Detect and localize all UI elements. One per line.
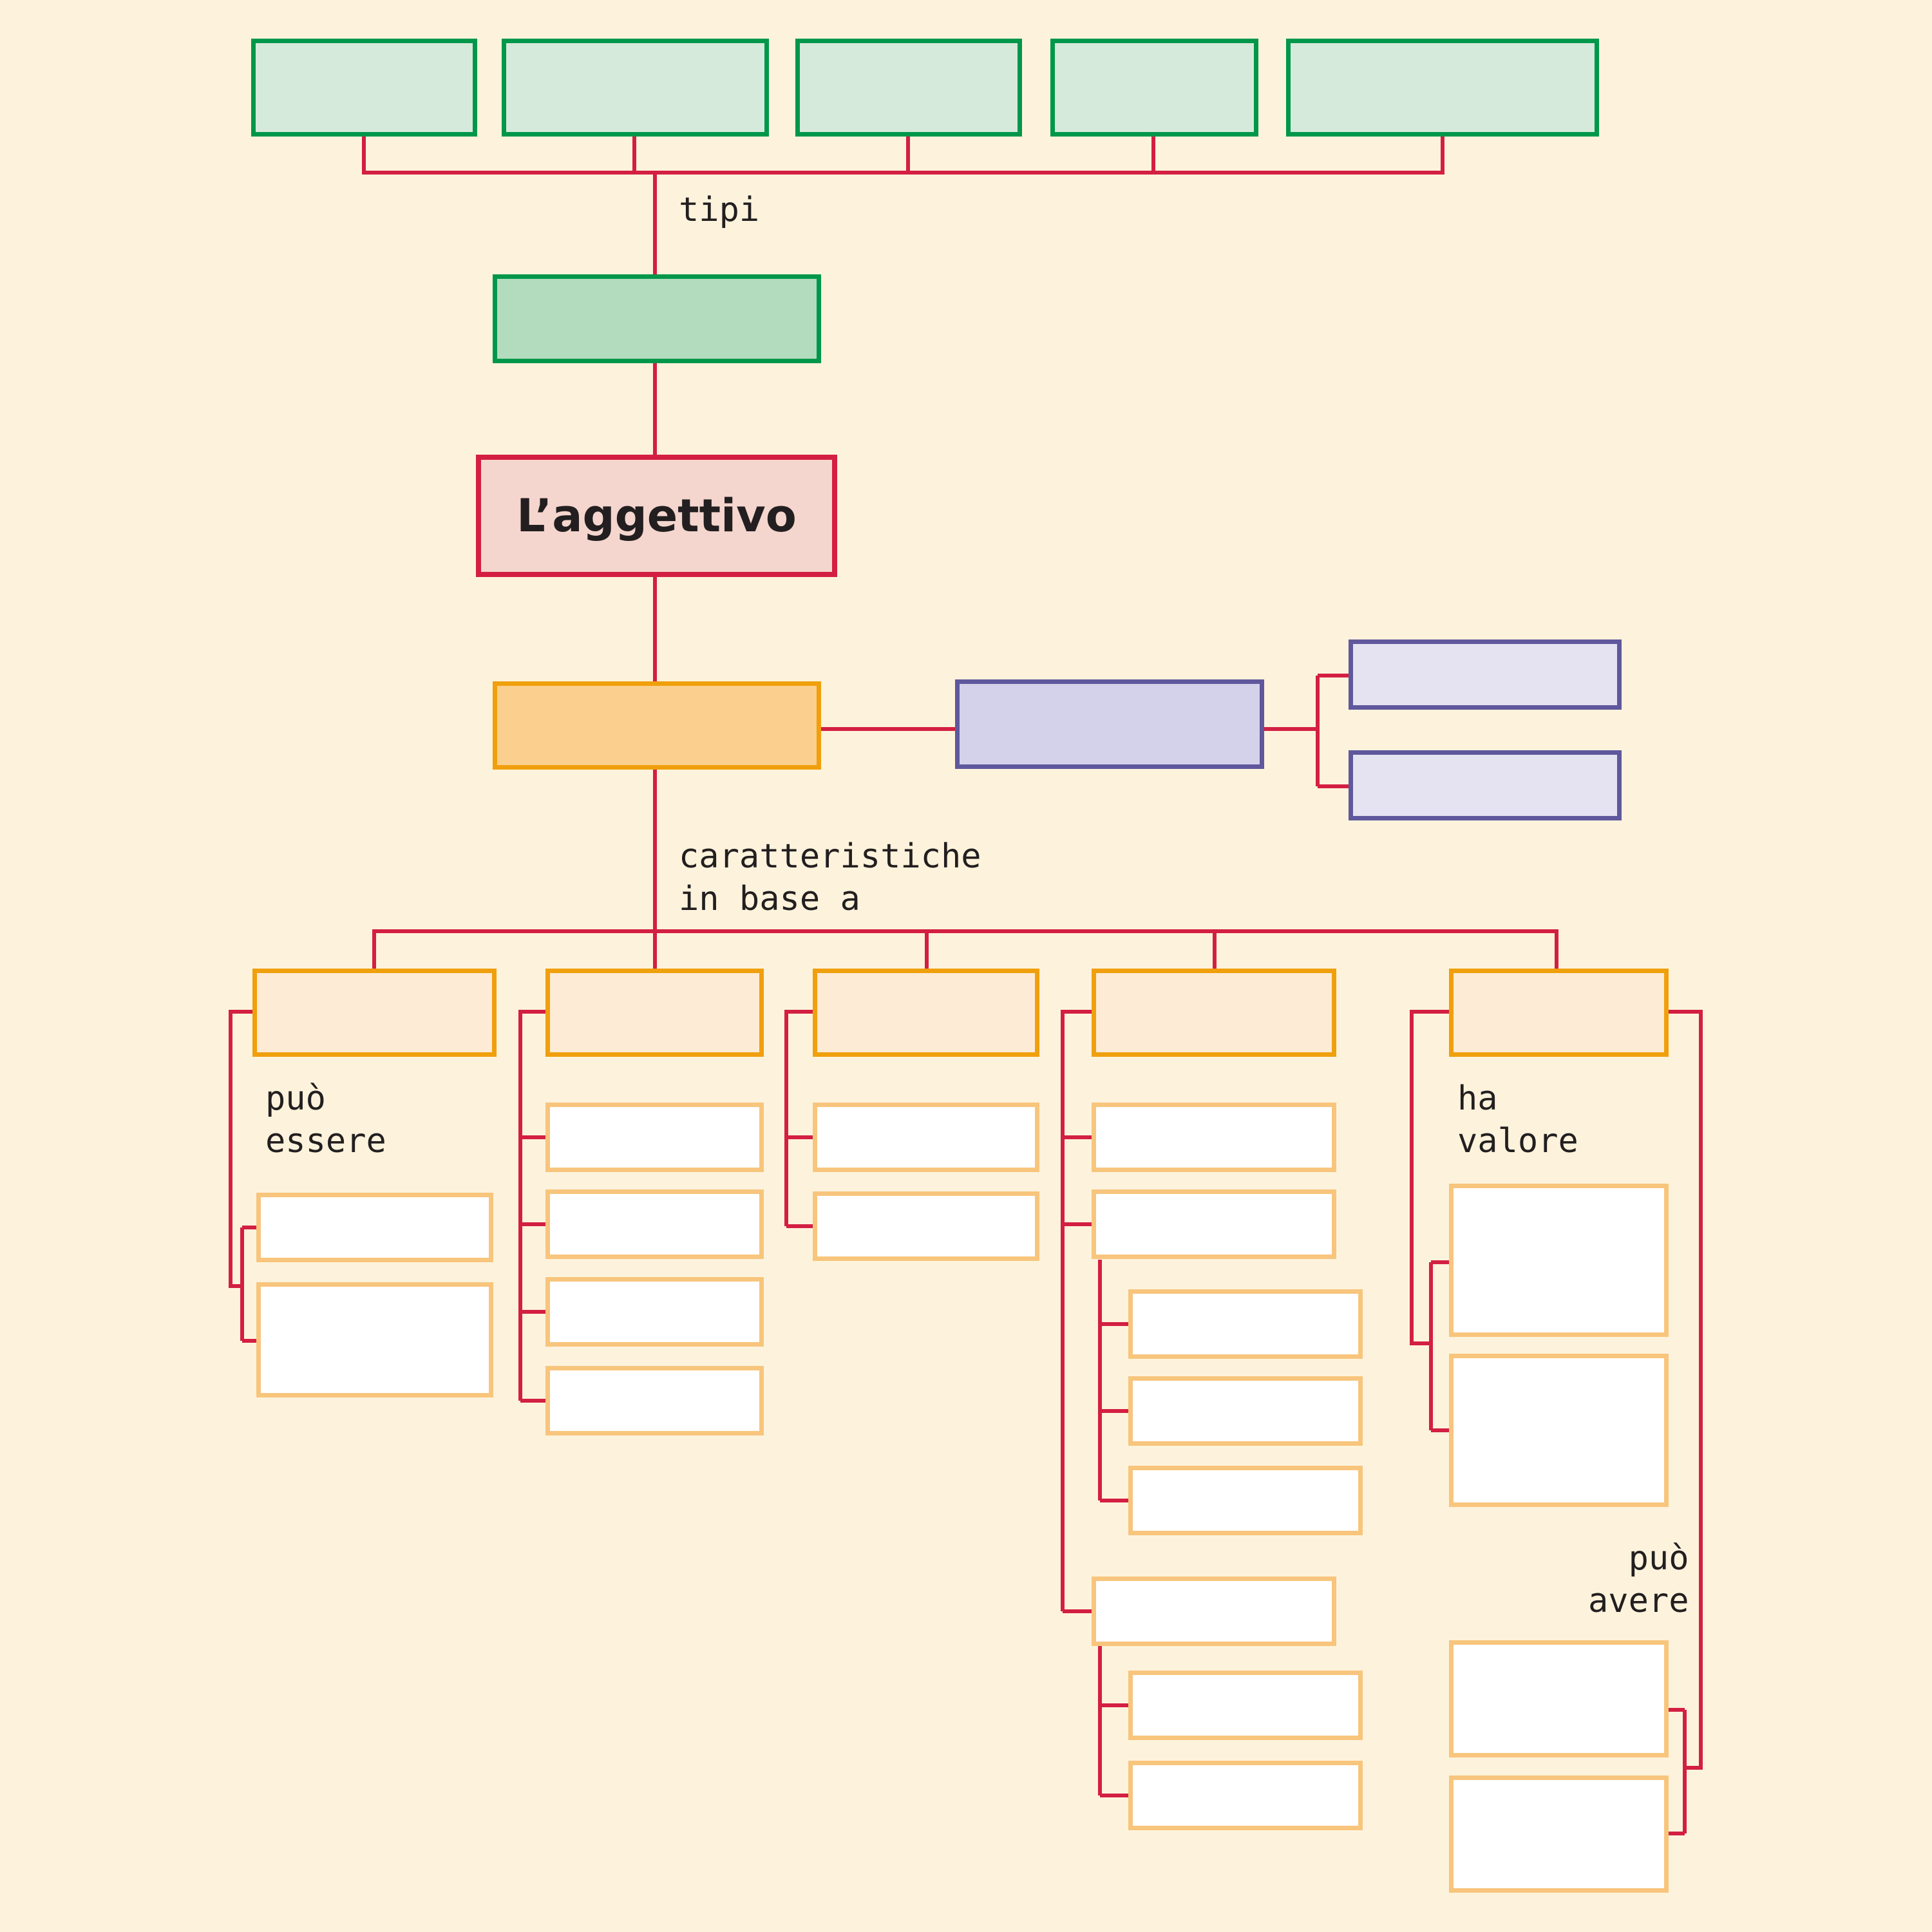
blank-box-5-3[interactable]	[1449, 1640, 1669, 1757]
type-box-5[interactable]	[1286, 39, 1599, 137]
type-box-4[interactable]	[1050, 39, 1258, 137]
blank-box-5-4[interactable]	[1449, 1776, 1669, 1893]
blank-box-4-3[interactable]	[1092, 1577, 1336, 1646]
blank-box-1-1[interactable]	[256, 1193, 493, 1262]
characteristics-label: caratteristiche in base a	[679, 837, 981, 918]
blank-box-4-3a[interactable]	[1128, 1671, 1363, 1740]
blank-box-2-1[interactable]	[545, 1103, 764, 1172]
characteristic-box-5[interactable]	[1449, 969, 1669, 1057]
characteristics-bracket	[372, 929, 1558, 969]
blank-box-3-1[interactable]	[813, 1103, 1039, 1172]
function-option-2[interactable]	[1349, 750, 1622, 820]
types-label: tipi	[679, 191, 760, 229]
types-bracket	[362, 137, 1444, 175]
blank-box-2-4[interactable]	[545, 1366, 764, 1435]
blank-box-2-2[interactable]	[545, 1189, 764, 1259]
blank-box-5-1[interactable]	[1449, 1184, 1669, 1337]
blank-box-4-3b[interactable]	[1128, 1761, 1363, 1830]
function-detail-box[interactable]	[955, 679, 1264, 769]
blank-box-5-2[interactable]	[1449, 1354, 1669, 1507]
characteristic-box-2[interactable]	[545, 969, 764, 1057]
main-topic-title: L’aggettivo	[516, 489, 797, 542]
has-value-label: ha valore	[1457, 1079, 1578, 1160]
main-topic-box: L’aggettivo	[476, 455, 837, 577]
can-have-label: può avere	[1588, 1539, 1689, 1620]
characteristic-box-3[interactable]	[813, 969, 1039, 1057]
definition-box[interactable]	[493, 274, 821, 363]
blank-box-4-2a[interactable]	[1128, 1289, 1363, 1359]
blank-box-4-2b[interactable]	[1128, 1376, 1363, 1446]
blank-box-3-2[interactable]	[813, 1191, 1039, 1261]
blank-box-2-3[interactable]	[545, 1277, 764, 1347]
function-option-1[interactable]	[1349, 639, 1622, 710]
can-be-label: può essere	[265, 1079, 386, 1160]
blank-box-4-1[interactable]	[1092, 1103, 1336, 1172]
blank-box-1-2[interactable]	[256, 1282, 493, 1397]
characteristic-box-4[interactable]	[1092, 969, 1336, 1057]
blank-box-4-2c[interactable]	[1128, 1466, 1363, 1535]
type-box-3[interactable]	[795, 39, 1022, 137]
characteristic-box-1[interactable]	[252, 969, 497, 1057]
function-box[interactable]	[493, 681, 821, 770]
type-box-1[interactable]	[251, 39, 477, 137]
blank-box-4-2[interactable]	[1092, 1189, 1336, 1259]
type-box-2[interactable]	[502, 39, 769, 137]
